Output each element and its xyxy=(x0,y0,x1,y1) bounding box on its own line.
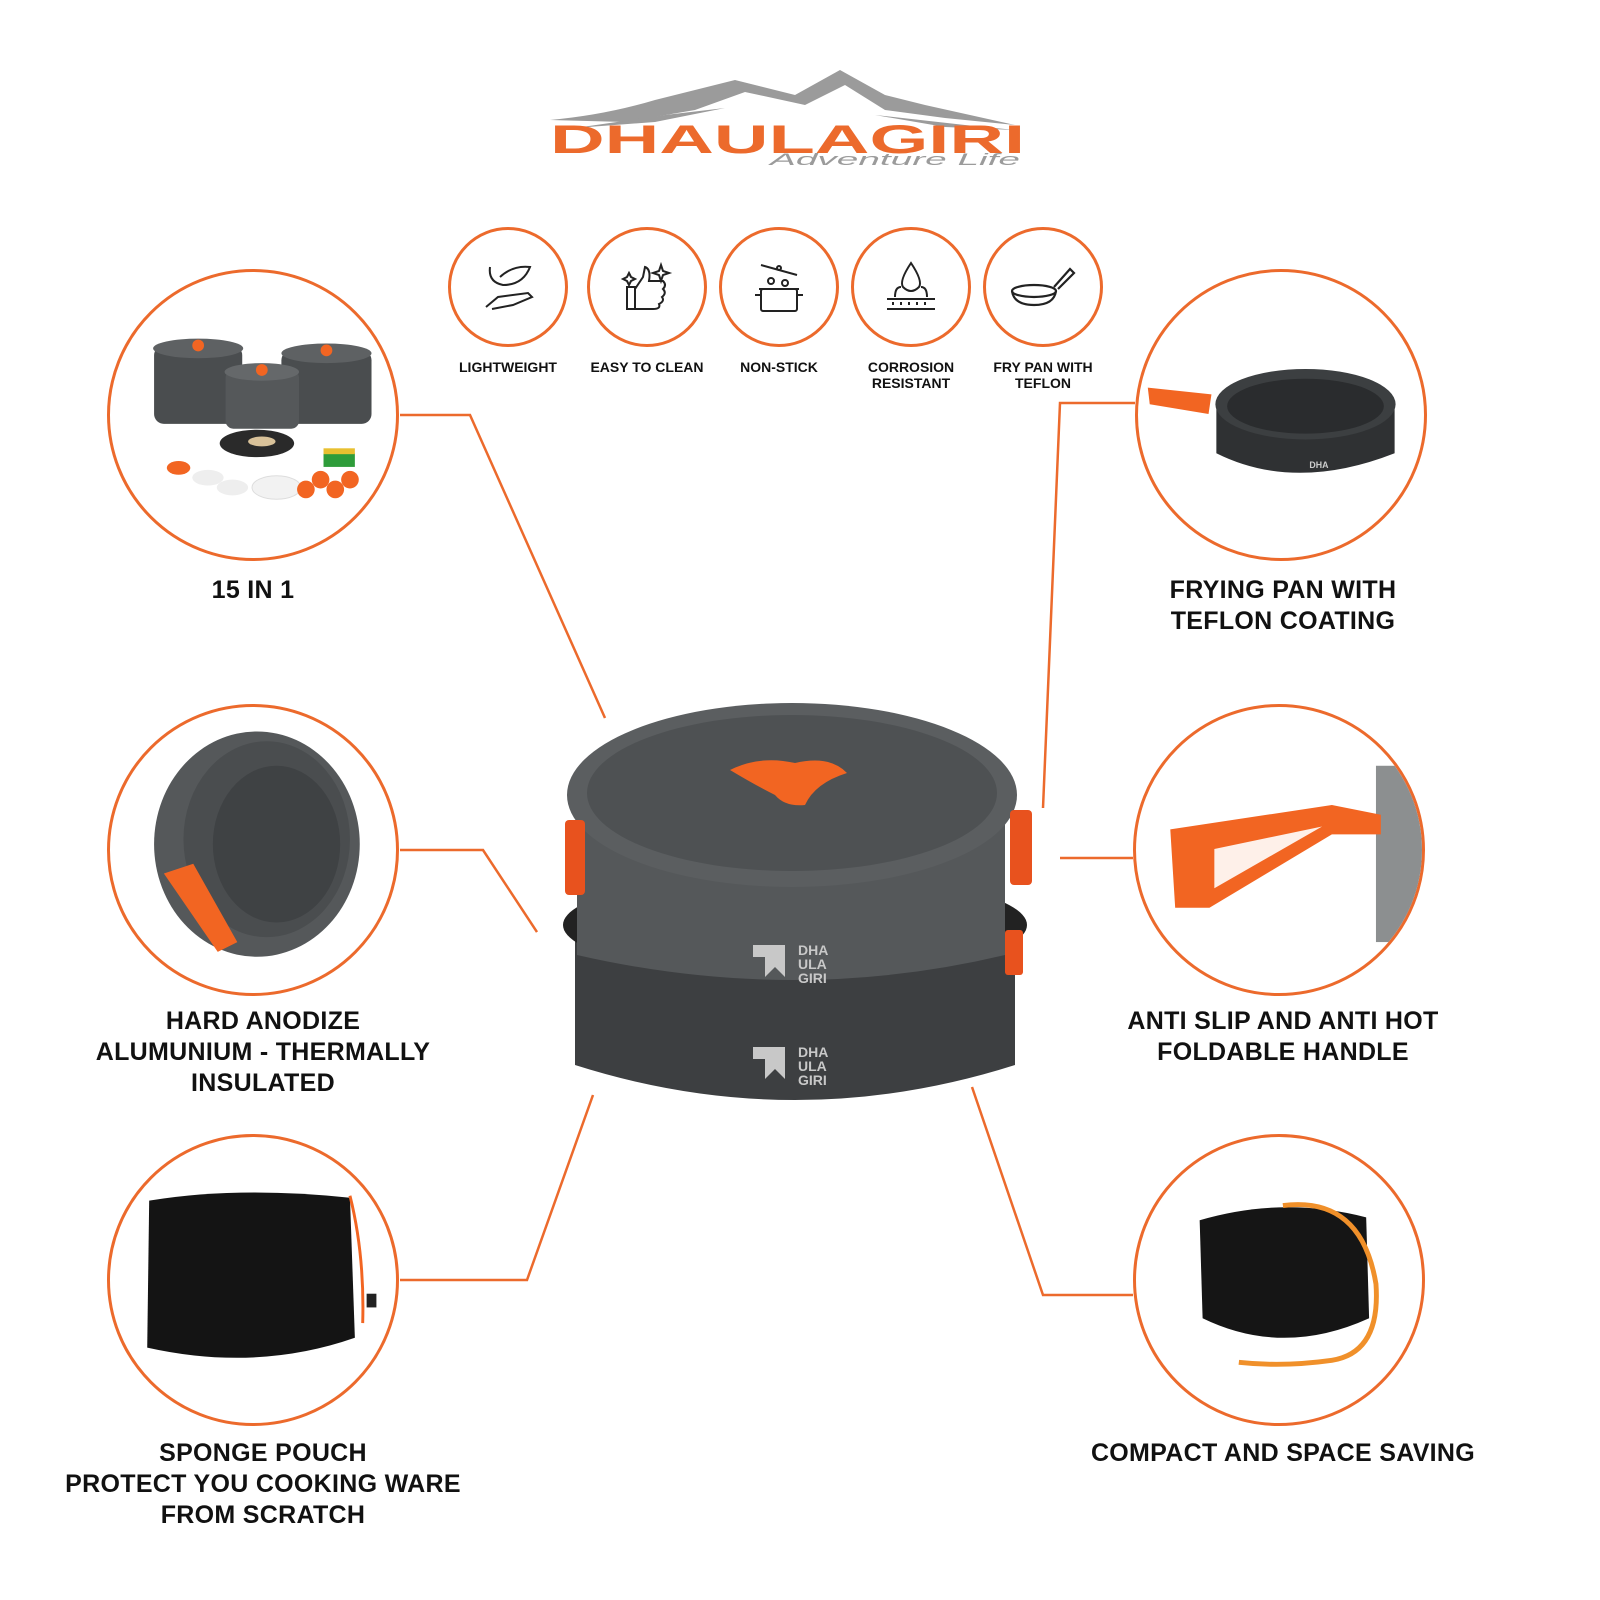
hard-anodized-label-line: ALUMUNIUM - THERMALLY xyxy=(95,1038,431,1066)
pot-logo-text: GIRI xyxy=(798,1072,827,1088)
sponge-pouch-label-line: FROM SCRATCH xyxy=(160,1501,366,1529)
cooking-pot-icon xyxy=(755,264,803,312)
non-stick-label: NON-STICK xyxy=(740,359,818,375)
frying-pan-label: FRYING PAN WITH TEFLON COATING xyxy=(1083,575,1483,637)
sponge-pouch-image xyxy=(107,1134,399,1426)
set-15-in-1-image xyxy=(107,269,399,561)
brand-tagline: Adventure Life xyxy=(768,150,1020,169)
foldable-handle-image xyxy=(1133,704,1425,996)
corrosion-text: CORROSION RESISTANT xyxy=(867,359,955,391)
connector-line xyxy=(970,1086,1133,1297)
connector-line xyxy=(400,413,607,719)
hard-anodized-label-line: INSULATED xyxy=(191,1069,335,1097)
corrosion-resistant-badge xyxy=(851,227,971,347)
foldable-handle-label-line: ANTI SLIP AND ANTI HOT xyxy=(1127,1007,1439,1035)
set-15-in-1-label: 15 IN 1 xyxy=(211,576,295,604)
connector-line xyxy=(400,848,539,933)
sponge-pouch-label-line: PROTECT YOU COOKING WARE xyxy=(65,1470,461,1498)
pot-logo-text: ULA xyxy=(798,956,827,972)
thumbs-up-sparkle-icon xyxy=(620,261,673,310)
pot-logo-text: ULA xyxy=(798,1058,827,1074)
easy-clean-label: EASY TO CLEAN xyxy=(590,359,704,375)
fry-pan-text: FRY PAN WITH TEFLON xyxy=(993,359,1093,391)
brand-name: DHAULAGIRI xyxy=(550,118,1025,162)
frying-pan-label-line: TEFLON COATING xyxy=(1170,607,1396,635)
sponge-pouch-label-line: SPONGE POUCH xyxy=(159,1439,367,1467)
hard-anodized-image xyxy=(107,704,399,996)
compact-label: COMPACT AND SPACE SAVING xyxy=(1090,1439,1476,1467)
connector-line xyxy=(1041,401,1135,809)
easy-clean-badge xyxy=(587,227,707,347)
pot-logo-text: DHA xyxy=(798,1044,828,1060)
frying-pan-label-line: FRYING PAN WITH xyxy=(1169,576,1397,604)
pot-logo-text: DHA xyxy=(798,942,828,958)
pot-logo-text: GIRI xyxy=(798,970,827,986)
corrosion-resistant-label: CORROSION RESISTANT xyxy=(836,359,986,391)
fry-pan-label: FRY PAN WITH TEFLON xyxy=(968,359,1118,391)
lightweight-badge xyxy=(448,227,568,347)
hard-anodized-label-line: HARD ANODIZE xyxy=(165,1007,361,1035)
svg-text:DHA: DHA xyxy=(1309,460,1329,470)
frying-pan-image: DHA xyxy=(1135,269,1427,561)
hard-anodized-label: HARD ANODIZE ALUMUNIUM - THERMALLY INSUL… xyxy=(53,1006,473,1099)
frying-pan-icon xyxy=(1010,267,1076,307)
foldable-handle-label: ANTI SLIP AND ANTI HOT FOLDABLE HANDLE xyxy=(1083,1006,1483,1068)
water-drop-surface-icon xyxy=(887,261,935,310)
compact-pouch-image xyxy=(1133,1134,1425,1426)
pot-brand-mark: DHA ULA GIRI DHA ULA GIRI xyxy=(753,942,828,1088)
non-stick-badge xyxy=(719,227,839,347)
feather-hand-icon xyxy=(485,265,534,310)
lightweight-label: LIGHTWEIGHT xyxy=(459,359,557,375)
main-pot-image: DHA ULA GIRI DHA ULA GIRI xyxy=(555,695,1040,1110)
foldable-handle-label-line: FOLDABLE HANDLE xyxy=(1157,1038,1409,1066)
brand-logo: DHAULAGIRI Adventure Life xyxy=(545,70,1035,180)
fry-pan-badge xyxy=(983,227,1103,347)
sponge-pouch-label: SPONGE POUCH PROTECT YOU COOKING WARE FR… xyxy=(33,1438,493,1531)
connector-line xyxy=(400,1094,595,1282)
